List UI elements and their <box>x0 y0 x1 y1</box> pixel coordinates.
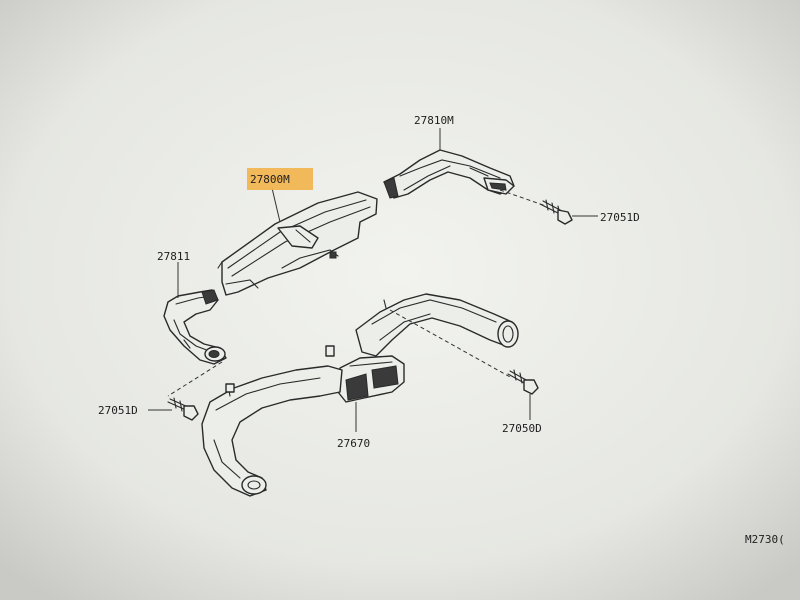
label-27050D: 27050D <box>502 422 542 435</box>
part-27670-lower-duct <box>201 293 519 497</box>
part-27811-left-duct <box>163 289 227 365</box>
screw-27051D-left <box>167 397 199 421</box>
label-reference-code: M2730( <box>745 533 785 546</box>
screw-27050D <box>507 369 539 395</box>
part-27800M-center-duct <box>217 191 378 296</box>
label-27051D-left: 27051D <box>98 404 138 417</box>
part-27810M-right-duct <box>383 149 515 199</box>
highlight-27800M <box>247 168 313 190</box>
label-27670: 27670 <box>337 437 370 450</box>
screw-27051D-right <box>539 199 573 225</box>
label-27810M: 27810M <box>414 114 454 127</box>
label-27800M: 27800M <box>250 173 290 186</box>
label-27811: 27811 <box>157 250 190 263</box>
leader-lines <box>148 128 598 432</box>
label-27051D-right: 27051D <box>600 211 640 224</box>
